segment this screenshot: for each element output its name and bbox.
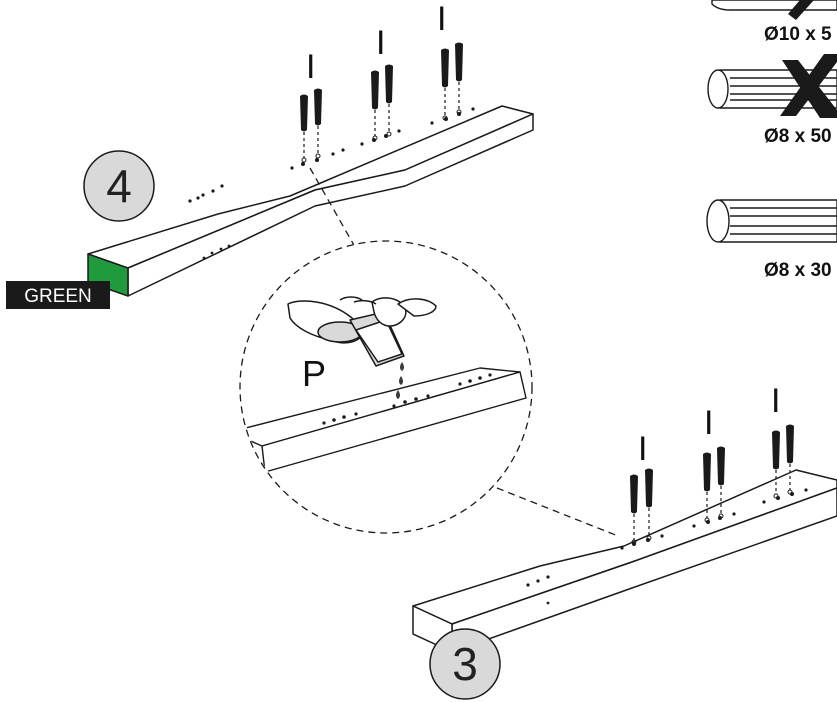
green-tag-label: GREEN <box>24 286 92 307</box>
dowel-icon <box>711 0 837 11</box>
dowels-top-beam: I I I <box>300 0 463 163</box>
dowel-part-label: I <box>771 382 780 420</box>
dowel-part-label: I <box>638 430 647 468</box>
dowel-pair <box>441 42 463 121</box>
detail-leader-bottom <box>496 487 619 537</box>
dowel-part-label: I <box>704 404 713 442</box>
dowel-pair <box>772 424 794 499</box>
dowel-size-label-bottom: Ø8 x 30 <box>764 260 832 281</box>
detail-leader-top <box>309 167 356 248</box>
glue-detail-magnifier: P <box>239 240 533 534</box>
step-number-4-label: 4 <box>106 160 132 212</box>
dowel-size-label-middle: Ø8 x 50 <box>764 126 832 147</box>
dowel-pair <box>703 446 725 523</box>
dowel-legend: Ø10 x 5 Ø8 x 50 Ø8 x 30 <box>706 0 837 281</box>
dowel-part-label: I <box>376 24 385 62</box>
dowels-bottom-beam: I I I <box>630 382 794 545</box>
dowel-pair <box>371 64 393 141</box>
dowel-part-label: I <box>437 0 446 38</box>
green-tag: GREEN <box>6 281 110 309</box>
dowel-part-label: I <box>306 48 315 86</box>
cross-mark-icon <box>780 54 837 118</box>
step-number-3: 3 <box>429 628 501 700</box>
beam-bottom <box>412 469 837 653</box>
dowel-pair <box>300 88 322 163</box>
glue-drops <box>396 362 404 399</box>
dowel-icon <box>706 199 837 243</box>
beam-top <box>87 105 534 297</box>
step-number-3-label: 3 <box>452 638 478 690</box>
glue-bottle-hand-icon <box>287 296 437 367</box>
glue-part-label: P <box>302 353 326 394</box>
dowel-size-label-top: Ø10 x 5 <box>764 24 832 45</box>
step-number-4: 4 <box>83 150 155 222</box>
cross-mark-icon <box>788 0 814 20</box>
dowel-pair <box>630 468 653 545</box>
